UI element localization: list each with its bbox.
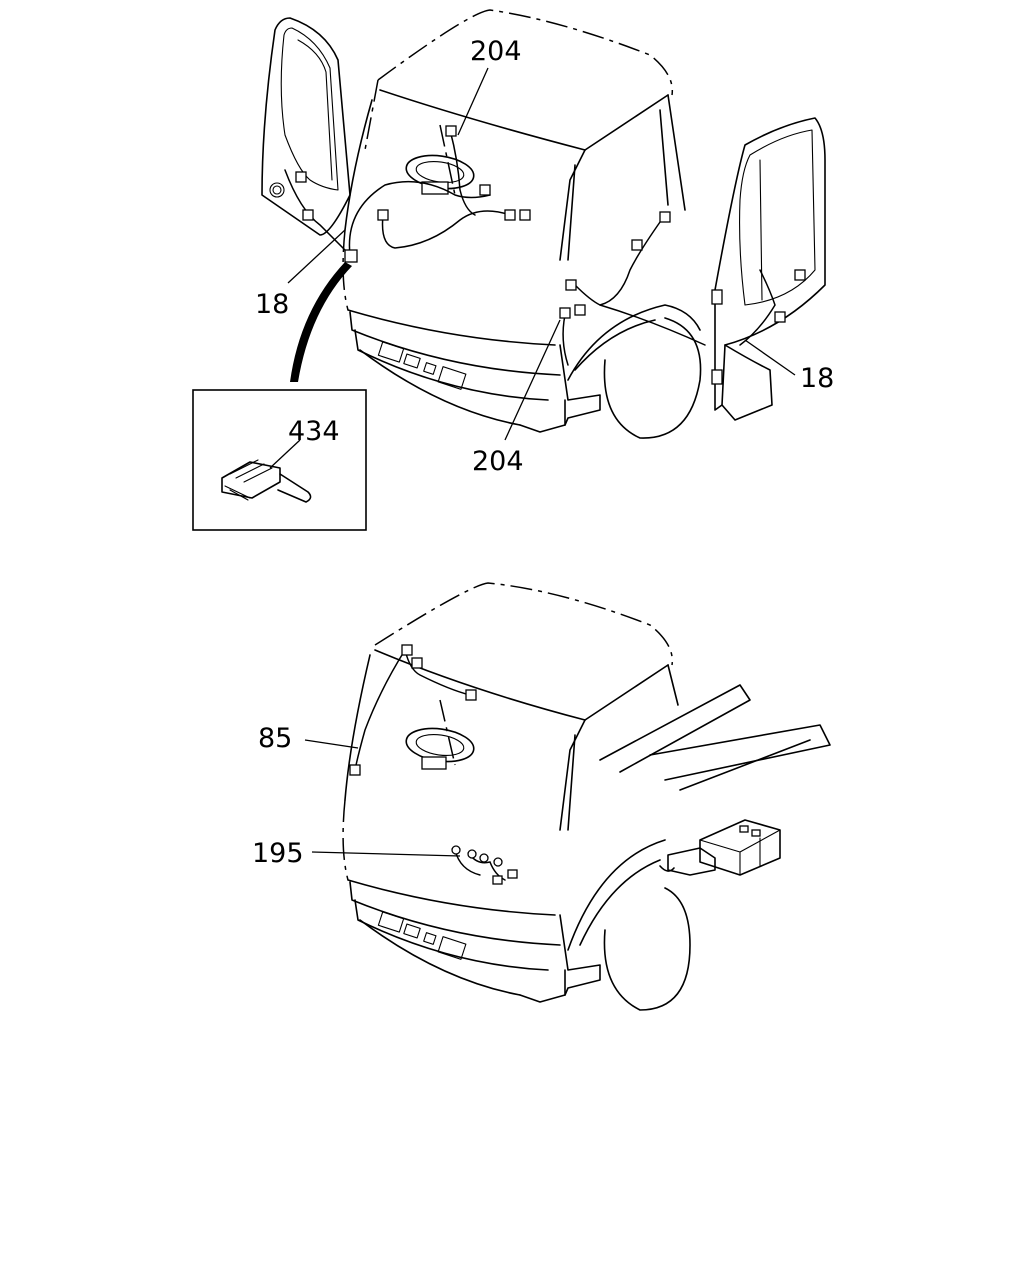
top-harness-wires (284, 125, 806, 366)
bottom-harness-wires (349, 644, 518, 885)
bottom-cab-illustration (342, 582, 831, 1011)
top-cab-illustration (261, 9, 826, 439)
callout-18-left: 18 (255, 289, 289, 320)
left-door (261, 17, 351, 236)
right-door (711, 117, 826, 421)
bottom-callout-leaders (304, 739, 461, 857)
callout-434: 434 (288, 416, 340, 447)
top-callout-leaders (287, 67, 796, 441)
callout-204-upper: 204 (470, 36, 522, 67)
callout-18-right: 18 (800, 363, 834, 394)
callout-195: 195 (252, 838, 304, 869)
inset-pointer-arrow (290, 262, 352, 382)
callout-85: 85 (258, 723, 292, 754)
callout-204-lower: 204 (472, 446, 524, 477)
connector-inset: 434 (192, 389, 367, 531)
battery-icon (699, 819, 781, 876)
connector-part-icon (221, 459, 312, 503)
